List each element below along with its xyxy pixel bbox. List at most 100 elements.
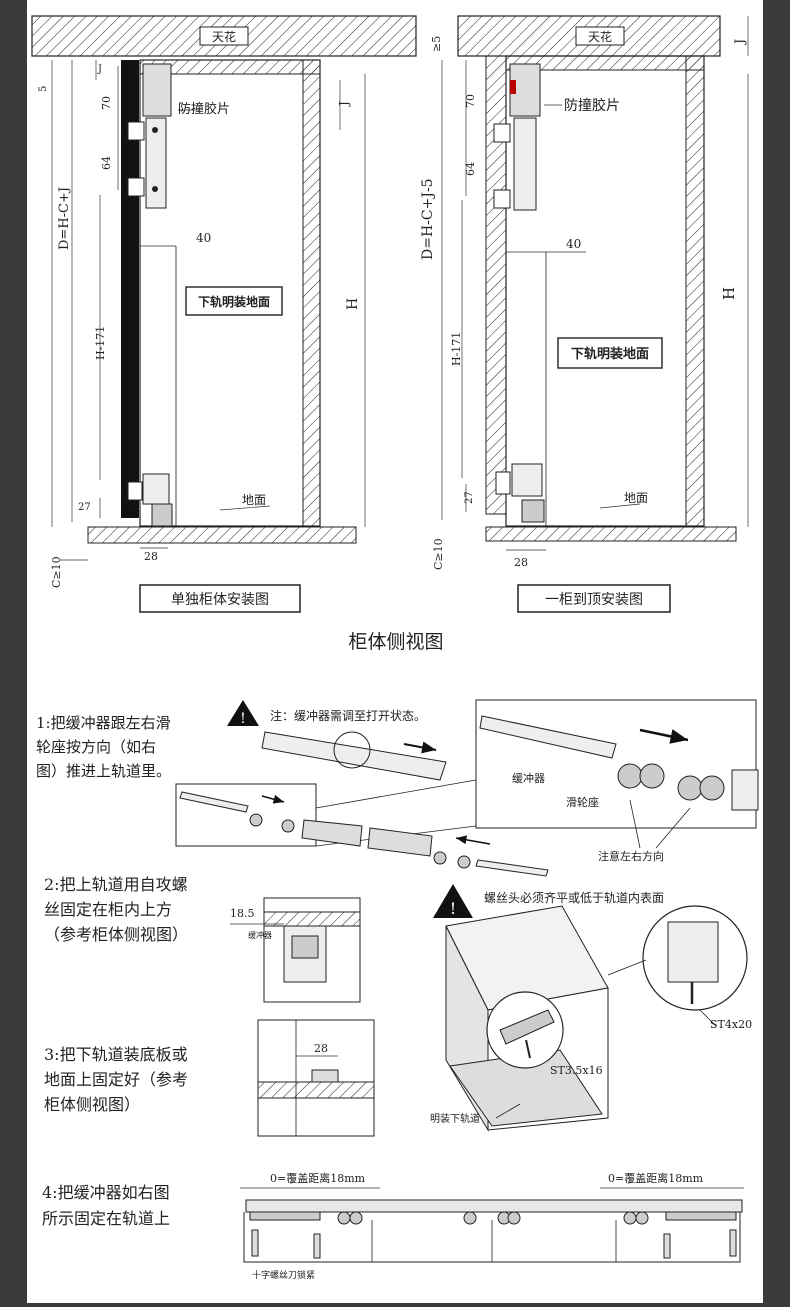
top-pulley — [142, 63, 172, 117]
step1-line3: 图）推进上轨道里。 — [36, 762, 171, 780]
dim-j-label: J — [97, 64, 102, 75]
detail-box — [475, 699, 757, 829]
step1-line2: 轮座按方向（如右 — [36, 738, 156, 756]
zoom-rail — [499, 1009, 555, 1045]
wheel-f — [623, 1211, 637, 1225]
pulley-label: 滑轮座 — [566, 795, 599, 809]
left-side-view: 天花 J 5 70 64 — [31, 15, 417, 613]
step4-line1: 4:把缓冲器如右图 — [42, 1183, 170, 1202]
step1-note: 注：缓冲器需调至打开状态。 — [270, 708, 426, 723]
wheel-a — [337, 1211, 351, 1225]
pulley-wheel-3 — [677, 775, 703, 801]
ceiling-label-right: 天花 — [588, 29, 612, 44]
wheel-b — [349, 1211, 363, 1225]
step3-line3: 柜体侧视图） — [44, 1095, 140, 1114]
buffer-right — [665, 1211, 737, 1221]
floor-rail-box — [185, 286, 283, 316]
screw-2 — [152, 186, 158, 192]
section-title: 柜体侧视图 — [348, 631, 443, 653]
hinge-upper — [127, 121, 145, 141]
wheel-e — [507, 1211, 521, 1225]
step3-line1: 3:把下轨道装底板或 — [44, 1045, 188, 1064]
screwdriver-2 — [313, 1233, 321, 1259]
caption-right: 一柜到顶安装图 — [545, 592, 643, 608]
zoom-circle — [333, 731, 371, 769]
step-3: 3:把下轨道装底板或 地面上固定好（参考 柜体侧视图） 28 — [44, 1019, 375, 1137]
step1-line1: 1:把缓冲器跟左右滑 — [36, 714, 171, 732]
screwdriver-1 — [251, 1229, 259, 1257]
pulley-wheel-4 — [699, 775, 725, 801]
top-rail-long — [245, 1199, 743, 1213]
top-hanger-right — [513, 117, 537, 211]
leader-floor — [219, 505, 271, 511]
caption-box-right — [517, 584, 671, 613]
ceiling-label-box-right — [575, 26, 625, 46]
rail-segment-right — [367, 827, 433, 857]
bumper-label: 防撞胶片 — [178, 101, 230, 117]
dim-h-label: H — [345, 298, 361, 310]
bottom-hinge-right — [495, 471, 511, 495]
right-cover-dim: 0=覆盖距离18mm — [608, 1171, 704, 1185]
floor-rail-hatch — [257, 1081, 375, 1099]
step3-line2: 地面上固定好（参考 — [44, 1070, 188, 1089]
st4-leader — [699, 1009, 717, 1027]
small-wheel-1 — [249, 813, 263, 827]
step2-warning: 螺丝头必须齐平或低于轨道内表面 — [484, 890, 664, 905]
top-hanger — [145, 117, 167, 209]
bottom-guide — [142, 473, 170, 505]
push-arrow-1 — [403, 741, 437, 754]
direction-leader-1 — [629, 799, 641, 849]
pulley-wheel-2 — [639, 763, 665, 789]
floor-label-right: 地面 — [624, 491, 648, 505]
st35-label: ST3.5x16 — [550, 1064, 603, 1077]
wheel-c — [463, 1211, 477, 1225]
floor-label: 地面 — [242, 493, 266, 507]
floor-rail-label-right: 下轨明装地面 — [571, 346, 649, 362]
bumper-label-right: 防撞胶片 — [564, 97, 620, 114]
floor-hatch-right — [485, 526, 737, 542]
zoom-screw — [525, 1039, 531, 1059]
warning-mark-2: ! — [450, 899, 456, 918]
caption-left: 单独柜体安装图 — [171, 592, 269, 608]
end-buffer — [475, 859, 549, 877]
rail-end-block — [731, 769, 759, 811]
end-wheel-1 — [433, 851, 447, 865]
dim-c-label: C≥10 — [50, 556, 63, 588]
warning-icon — [227, 700, 259, 726]
step4-line2: 所示固定在轨道上 — [42, 1209, 170, 1228]
buffer-left — [249, 1211, 321, 1221]
floor-rail-guide — [311, 1069, 339, 1083]
cabinet-back-right — [685, 55, 705, 527]
connector-line-1 — [315, 779, 477, 809]
bottom-hinge — [127, 481, 143, 501]
screwdriver-3 — [663, 1233, 671, 1259]
ceiling-label-box — [199, 26, 249, 46]
door-panel — [121, 60, 139, 518]
step2-line2: 丝固定在柜内上方 — [44, 900, 172, 919]
buffer-rail — [479, 715, 617, 759]
bumper-red — [510, 80, 516, 94]
hinge-upper-right — [493, 123, 511, 143]
step-1: 1:把缓冲器跟左右滑 轮座按方向（如右 图）推进上轨道里。 ! 注：缓冲器需调至… — [36, 699, 759, 877]
small-wheel-2 — [281, 819, 295, 833]
dim-27-label: 27 — [78, 502, 91, 513]
right-side-view: 天花 ≥5 J 70 防撞胶片 64 40 D=H-C+J-5 H H-171 — [420, 15, 749, 613]
ceiling-label: 天花 — [212, 29, 236, 44]
st4-label: ST4x20 — [710, 1018, 752, 1031]
hinge-lower — [127, 177, 145, 197]
bottom-guide-right — [511, 463, 543, 497]
dim-64-label: 64 — [100, 156, 113, 170]
dim-28-step3: 28 — [314, 1042, 328, 1055]
dim-5-label: 5 — [38, 86, 49, 92]
white-panel — [27, 0, 763, 1303]
dim-h-right-label: H — [720, 287, 738, 300]
hinge-lower-right — [493, 189, 511, 209]
cabinet-back-panel — [302, 59, 321, 527]
rail-segment-left — [301, 819, 363, 847]
direction-leader-2 — [655, 807, 691, 849]
direction-label: 注意左右方向 — [598, 849, 664, 863]
push-arrow-2 — [639, 728, 689, 744]
floor-wheel — [151, 503, 173, 527]
warning-mark: ! — [240, 711, 246, 727]
